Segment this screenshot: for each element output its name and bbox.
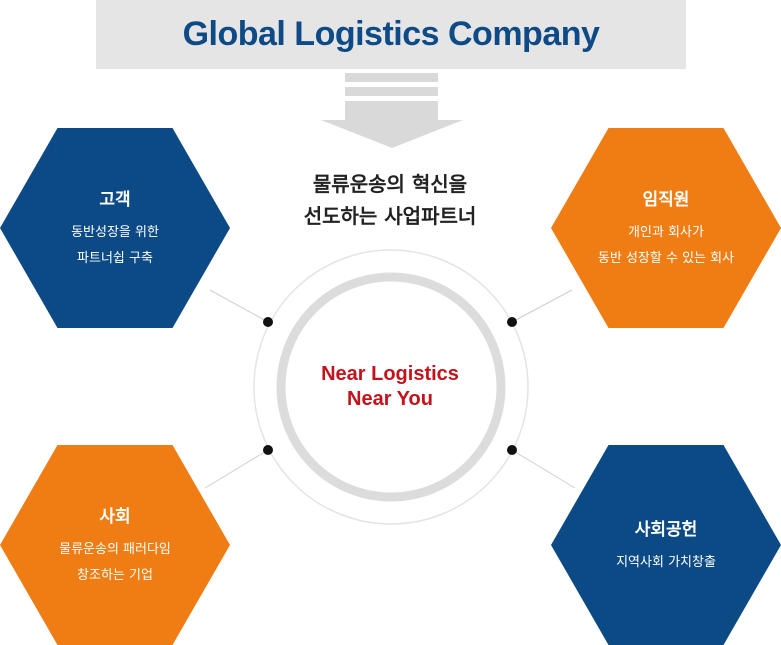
hexagon-description: 개인과 회사가 동반 성장할 수 있는 회사 [598,220,734,272]
hexagon-description-line: 파트너쉽 구축 [77,250,153,266]
company-title: Global Logistics Company [182,15,600,53]
center-slogan-line: Near You [347,388,433,410]
center-slogan: Near Logistics Near You [290,362,490,412]
down-arrow-icon [321,73,463,148]
hexagon-description: 동반성장을 위한 파트너쉽 구축 [71,220,159,272]
connector-dot [507,445,517,455]
connector-dot [263,445,273,455]
outer-ring [253,249,529,525]
hexagon-description-line: 개인과 회사가 [628,224,704,240]
connector-line [209,289,269,323]
connector-line [204,449,269,489]
connector-dot [263,317,273,327]
connector-line [511,449,576,489]
hexagon-title: 사회 [99,506,131,527]
hexagon-description: 물류운송의 패러다임 창조하는 기업 [59,537,171,589]
hexagon-title: 임직원 [642,189,690,210]
hexagon-description-line: 물류운송의 패러다임 [59,541,171,557]
connector-line [511,289,573,323]
tagline: 물류운송의 혁신을 선도하는 사업파트너 [240,168,540,232]
tagline-line: 물류운송의 혁신을 [312,172,468,196]
center-slogan-line: Near Logistics [321,363,459,385]
connector-lines [204,289,576,489]
tagline-line: 선도하는 사업파트너 [303,204,477,228]
hexagon-title: 사회공헌 [634,519,698,540]
hexagon-description-line: 창조하는 기업 [77,567,153,583]
inner-ring [276,272,506,502]
connector-dot [507,317,517,327]
hexagon-description-line: 동반 성장할 수 있는 회사 [597,250,735,266]
hexagon-description: 지역사회 가치창출 [616,550,716,576]
title-banner: Global Logistics Company [96,0,686,69]
hexagon-description-line: 지역사회 가치창출 [616,554,716,570]
hexagon-description-line: 동반성장을 위한 [71,224,159,240]
hexagon-title: 고객 [99,189,131,210]
